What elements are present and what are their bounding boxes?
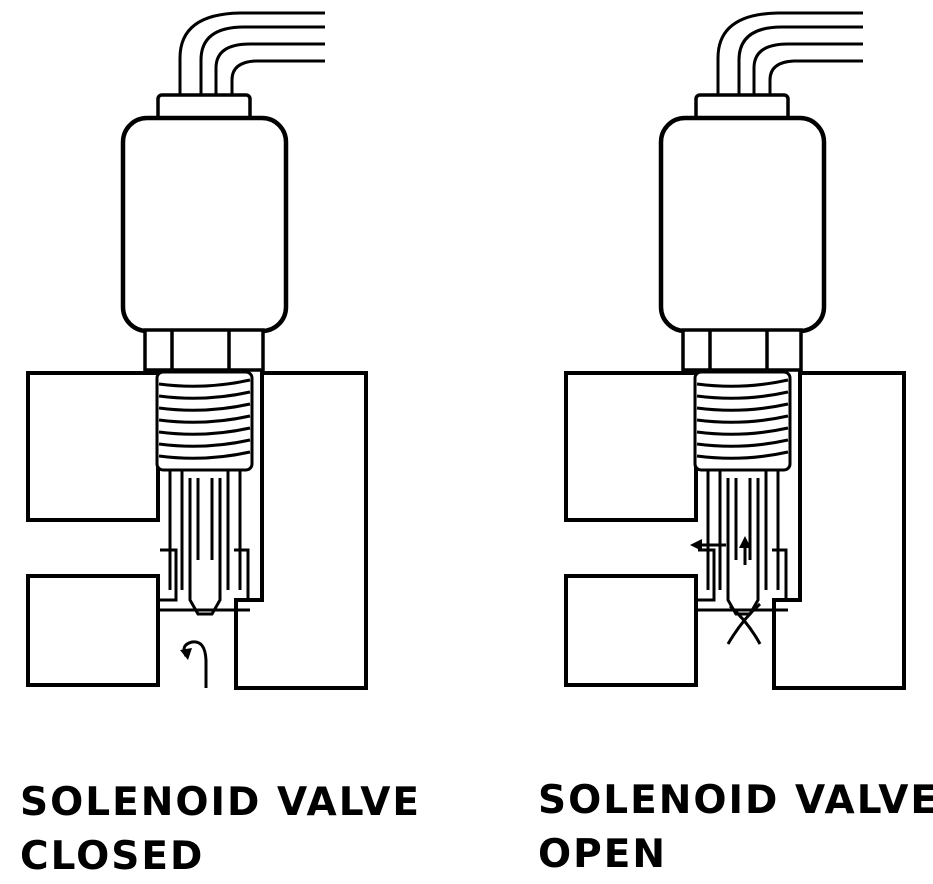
flow-arrow-blocked	[182, 640, 208, 688]
caption-open-line2: OPEN	[538, 832, 668, 877]
valve-closed	[28, 13, 366, 688]
caption-open: SOLENOID VALVE OPEN	[538, 774, 933, 882]
caption-closed-line1: SOLENOID VALVE	[20, 780, 422, 825]
caption-closed: SOLENOID VALVE CLOSED	[20, 776, 421, 884]
valve-open	[566, 13, 904, 688]
caption-closed-line2: CLOSED	[20, 834, 205, 879]
caption-open-line1: SOLENOID VALVE	[538, 778, 933, 823]
